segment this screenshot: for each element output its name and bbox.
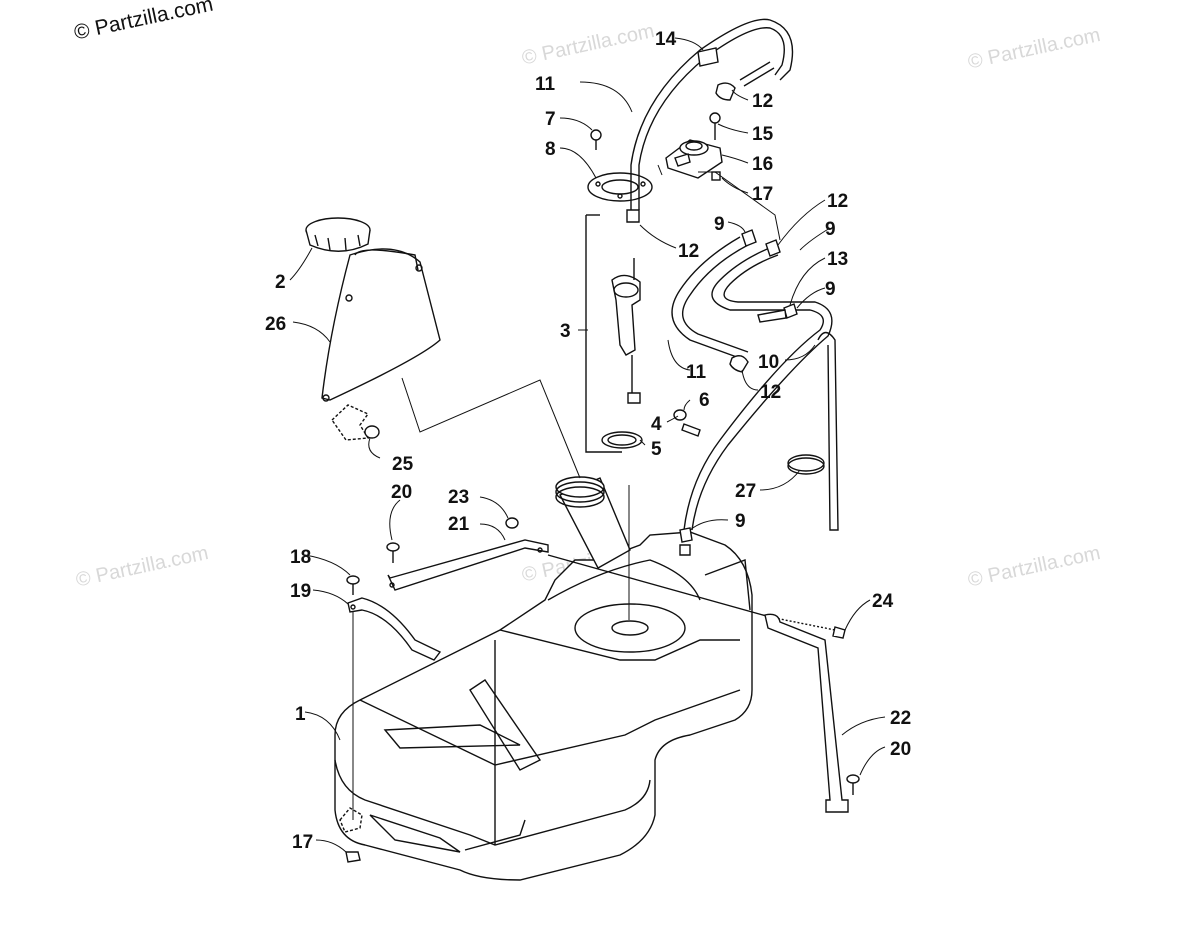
fuel-tank [334, 531, 753, 881]
screw-20-upper [386, 542, 400, 563]
gasket-5 [601, 431, 643, 449]
fitting-6 [673, 409, 701, 437]
rod-24 [547, 554, 846, 639]
hose-11-lower [671, 236, 749, 361]
callout-22: 22 [890, 708, 911, 729]
callout-9a: 9 [714, 214, 725, 235]
callout-11a: 11 [535, 74, 556, 95]
callout-16: 16 [752, 154, 773, 175]
cap-gasket [331, 404, 380, 441]
fuel-pump-assembly [585, 214, 641, 453]
bracket-19 [347, 597, 442, 661]
clamp-14 [697, 47, 719, 67]
callout-13: 13 [827, 249, 848, 270]
check-valve [665, 139, 723, 179]
callout-19: 19 [290, 581, 311, 602]
fitting-13 [757, 309, 787, 323]
callout-2: 2 [275, 272, 286, 293]
callout-6: 6 [699, 390, 710, 411]
callout-21: 21 [448, 514, 470, 535]
callout-20a: 20 [391, 482, 412, 503]
callout-17b: 17 [292, 832, 313, 853]
callout-25: 25 [392, 454, 414, 475]
callout-17a: 17 [752, 184, 773, 205]
vent-hose-long [817, 331, 839, 531]
leader-lines [289, 37, 886, 853]
callout-1: 1 [295, 704, 306, 725]
callout-labels: 1 2 3 4 5 6 7 8 9 9 9 9 10 11 11 12 12 1… [265, 29, 911, 853]
callout-20b: 20 [890, 739, 911, 760]
lock-ring [587, 172, 653, 202]
bolt-15 [709, 112, 721, 140]
callout-11b: 11 [686, 362, 707, 383]
bracket-22 [764, 613, 849, 813]
callout-15: 15 [752, 124, 774, 145]
nut-17-lower [339, 807, 363, 863]
callout-12b: 12 [678, 241, 699, 262]
callout-12c: 12 [827, 191, 848, 212]
callout-27: 27 [735, 481, 756, 502]
callout-26: 26 [265, 314, 286, 335]
callout-7: 7 [545, 109, 556, 130]
screw-23 [505, 517, 519, 529]
clamp-9 [679, 229, 798, 543]
hose-11-upper [630, 18, 794, 210]
callout-5: 5 [651, 439, 662, 460]
callout-18: 18 [290, 547, 311, 568]
fuel-cap [305, 217, 371, 252]
callout-4: 4 [651, 414, 662, 435]
screw-20-lower [846, 774, 860, 795]
callout-14: 14 [655, 29, 677, 50]
callout-10: 10 [758, 352, 779, 373]
callout-12a: 12 [752, 91, 773, 112]
callout-9b: 9 [825, 219, 836, 240]
bracket-21 [387, 539, 549, 591]
callout-3: 3 [560, 321, 571, 342]
cap-shield [321, 248, 441, 402]
filler-neck [555, 476, 631, 569]
assembly-lines [352, 164, 781, 820]
clamp-12-lower [729, 355, 749, 373]
hose-10 [683, 246, 833, 531]
clamp-27 [787, 454, 825, 475]
callout-23: 23 [448, 487, 469, 508]
callout-9d: 9 [735, 511, 746, 532]
callout-9c: 9 [825, 279, 836, 300]
callout-24: 24 [872, 591, 894, 612]
fitting-9-bottom [679, 544, 691, 556]
screw-18 [346, 575, 360, 595]
screw-7 [590, 129, 602, 150]
clamp-12-top [715, 61, 775, 101]
callout-12d: 12 [760, 382, 781, 403]
clamp-12-upper [626, 209, 640, 223]
callout-8: 8 [545, 139, 556, 160]
